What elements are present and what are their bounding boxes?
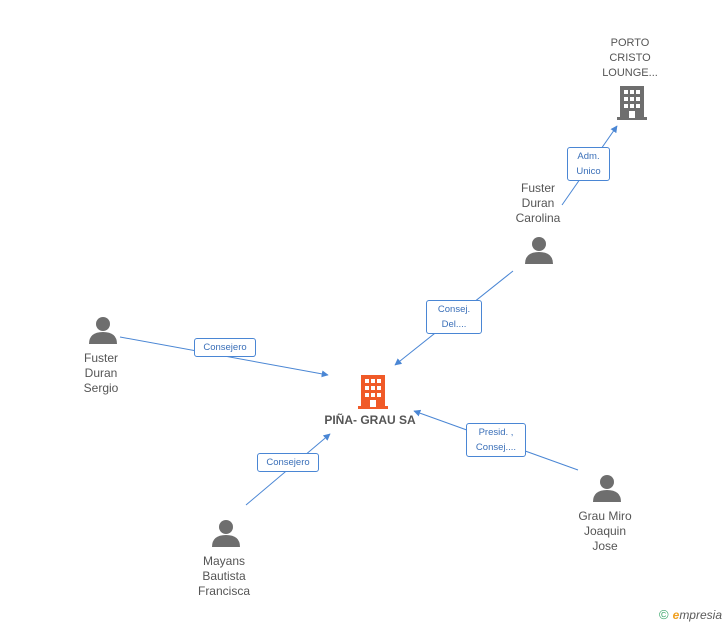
edge-label-adm-unico[interactable]: Adm. Unico (567, 147, 610, 181)
edge-label-consej-del[interactable]: Consej. Del.... (426, 300, 482, 334)
copyright-symbol: © (659, 607, 669, 622)
person-icon[interactable] (525, 236, 553, 264)
edge-label-consejero-sergio[interactable]: Consejero (194, 338, 256, 357)
building-icon[interactable] (616, 86, 648, 120)
person-icon[interactable] (89, 316, 117, 344)
porto-company-label[interactable]: PORTO CRISTO LOUNGE... (602, 37, 658, 79)
brand-logo-e: e (672, 608, 680, 622)
brand-logo-text: mpresia (679, 608, 722, 622)
footer-brand: ©empresia (659, 607, 722, 622)
person-icon[interactable] (593, 474, 621, 502)
person-mayans-label[interactable]: Mayans Bautista Francisca (197, 554, 250, 598)
person-fuster-sergio-label[interactable]: Fuster Duran Sergio (83, 351, 119, 395)
person-grau-label[interactable]: Grau Miro Joaquin Jose (578, 509, 632, 553)
person-fuster-carolina-label[interactable]: Fuster Duran Carolina (515, 181, 561, 225)
edge-label-consejero-mayans[interactable]: Consejero (257, 453, 319, 472)
main-company-label[interactable]: PIÑA- GRAU SA (324, 413, 416, 427)
building-icon[interactable] (358, 375, 388, 409)
edge-label-presid-consej[interactable]: Presid. , Consej.... (466, 423, 526, 457)
person-icon[interactable] (212, 519, 240, 547)
